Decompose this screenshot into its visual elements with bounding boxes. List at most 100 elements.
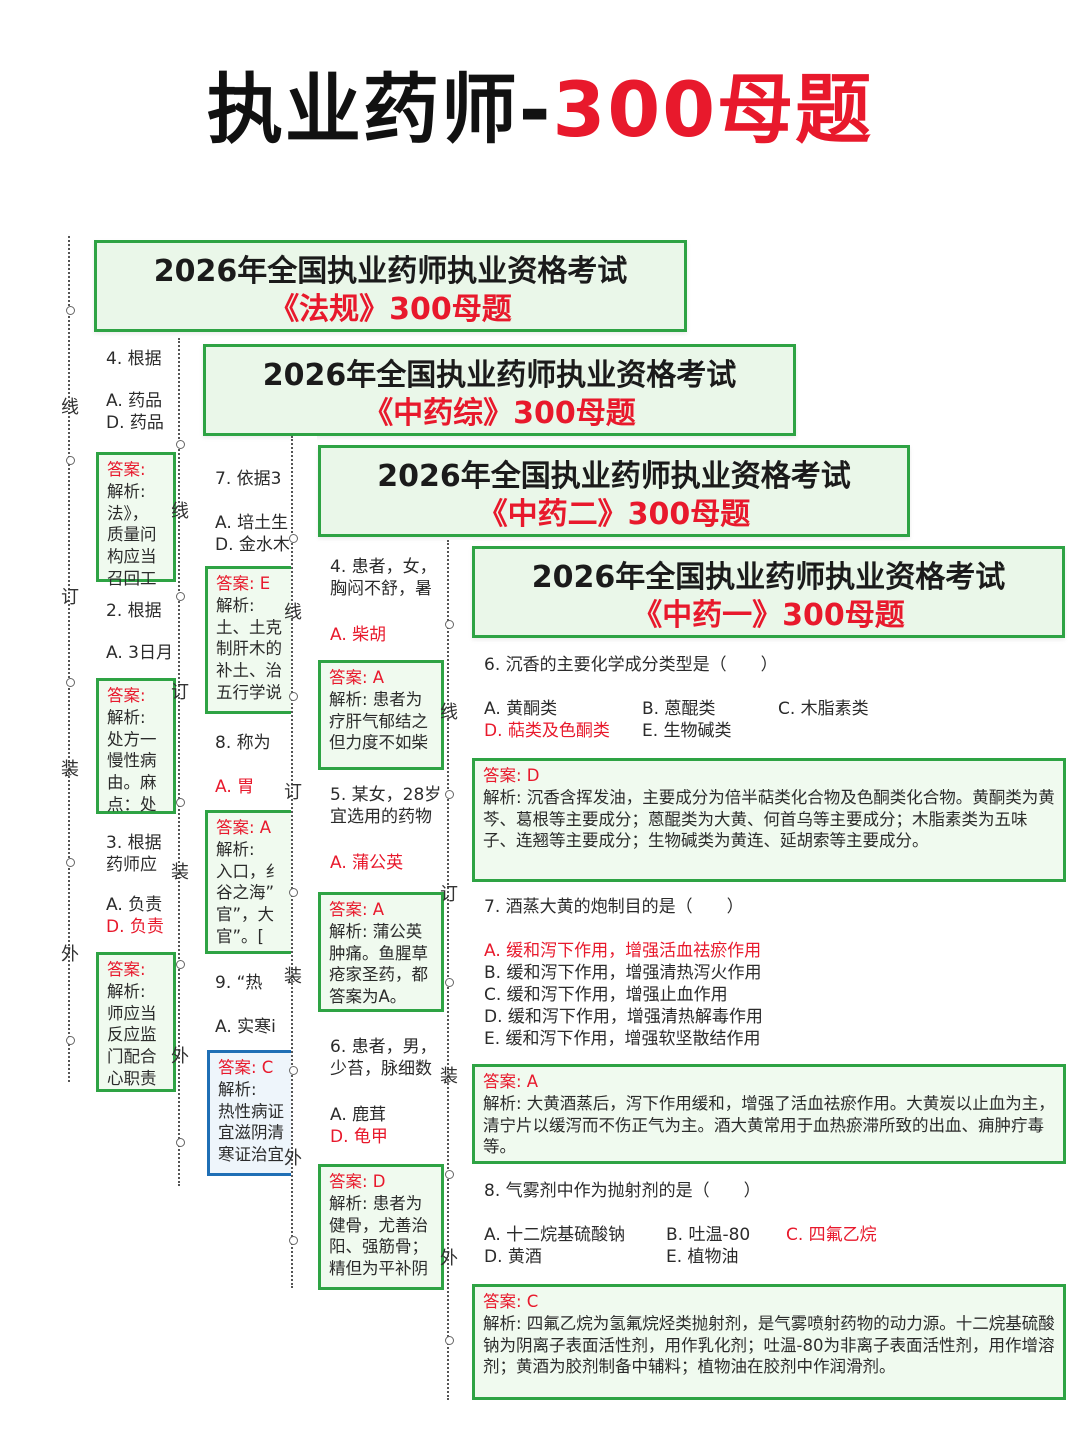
binding-hole [445,978,454,987]
answer-label: 答案: D [329,1172,386,1191]
option-d-correct: D. 萜类及色酮类 [484,721,610,741]
answer-box: 答案: E 解析: 土、土克 制肝木的 补土、治 五行学说 [205,566,295,714]
header-line1: 2026年全国执业药师执业资格考试 [153,254,628,289]
analysis-line: 心职责 [107,1068,157,1088]
analysis-text: 解析: 四氟乙烷为氢氟烷烃类抛射剂，是气雾喷射药物的动力源。十二烷基硫酸钠为阴离… [483,1313,1055,1377]
analysis-line: 慢性病 [107,751,157,771]
answer-label: 答案: D [483,766,540,785]
option-b: B. 吐温-80 [666,1225,751,1245]
question-text: 5. 某女，28岁 [330,785,442,805]
analysis-line: 补土、治 [216,661,282,681]
option-e: E. 植物油 [666,1247,739,1267]
answer-label: 答案: C [218,1058,274,1077]
answer-box: 答案: D 解析: 患者为 健骨，尤善治 阳、强筋骨； 精但为平补阴 [318,1164,444,1290]
option: A. 3日月 [106,643,173,663]
answer-label: 答案: C [483,1292,539,1311]
binding-hole [289,1236,298,1245]
option-a: A. 黄酮类 [484,699,558,719]
binding-char-ding: 订 [171,682,189,703]
analysis-line: 制肝木的 [216,639,282,659]
option-correct: D. 龟甲 [330,1127,388,1147]
option: A. 鹿茸 [330,1105,387,1125]
analysis-line: 解析: [218,1079,257,1099]
binding-char-zhuang: 装 [171,862,189,883]
binding-hole [66,858,75,867]
analysis-line: 点：处 [107,794,157,814]
question-text: 8. 称为 [215,733,271,753]
answer-label: 答案: A [483,1072,539,1091]
option: A. 培土生 [215,513,289,533]
option: A. 实寒i [215,1017,276,1037]
sheet-tcm-two: 4. 患者，女， 胸闷不舒，暑 A. 柴胡 答案: A 解析: 患者为 疗肝气郁… [318,540,444,1300]
question-text: 少苔，脉细数 [330,1059,432,1079]
header-tcm-two: 2026年全国执业药师执业资格考试 《中药二》300母题 [318,445,910,537]
binding-char-xian: 线 [171,501,189,522]
header-line2: 《中药一》300母题 [632,598,905,633]
binding-char-ding: 订 [284,782,302,803]
option-c: C. 木脂素类 [778,699,869,719]
binding-hole [289,534,298,543]
analysis-line: 构应当 [107,547,157,567]
question-text: 2. 根据 [106,601,162,621]
question-text: 胸闷不舒，暑 [330,579,432,599]
header-line1: 2026年全国执业药师执业资格考试 [377,459,851,494]
answer-box: 答案: 解析: 处方一 慢性病 由。麻 点：处 [96,678,176,814]
analysis-line: 解析: [107,981,146,1001]
title-part-black: 执业药师- [206,65,553,154]
binding-hole [176,592,185,601]
analysis-line: 谷之海” [216,883,275,903]
analysis-line: 处方一 [107,729,157,749]
option-correct: A. 柴胡 [330,625,387,645]
question-text: 8. 气雾剂中作为抛射剂的是（ ） [484,1181,761,1201]
header-line2: 《法规》300母题 [269,292,512,327]
analysis-line: 解析: [107,481,146,501]
option: A. 药品 [106,391,163,411]
header-law: 2026年全国执业药师执业资格考试 《法规》300母题 [94,240,687,332]
binding-hole [66,678,75,687]
analysis-line: 精但为平补阴 [329,1259,428,1279]
answer-box: 答案: C 解析: 热性病证 宜滋阴清 寒证治宜 [207,1050,297,1176]
analysis-line: 宜滋阴清 [218,1123,284,1143]
binding-strip-4 [447,540,473,1400]
analysis-line: 疗肝气郁结之 [329,711,428,731]
binding-char-xian: 线 [440,702,458,723]
question-text: 药师应 [106,855,157,875]
analysis-line: 师应当 [107,1003,157,1023]
option-d: D. 黄酒 [484,1247,542,1267]
analysis-line: 法》， [107,503,149,523]
question-text: 7. 酒蒸大黄的炮制目的是（ ） [484,897,744,917]
binding-char-ding: 订 [61,587,79,608]
answer-box: 答案: D 解析: 沉香含挥发油，主要成分为倍半萜类化合物及色酮类化合物。黄酮类… [472,758,1066,882]
question-text: 4. 根据 [106,349,162,369]
answer-box: 答案: A 解析: 蒲公英 肿痛。鱼腥草 疮家圣药，都 答案为A。 [318,892,444,1012]
analysis-text: 解析: 沉香含挥发油，主要成分为倍半萜类化合物及色酮类化合物。黄酮类为黄芩、葛根… [483,787,1055,851]
option-e: E. 生物碱类 [642,721,732,741]
sheet-tcm-comprehensive: 7. 依据3 A. 培土生 D. 金水木 答案: E 解析: 土、土克 制肝木的… [205,440,297,1200]
header-line2: 《中药二》300母题 [477,497,751,532]
answer-box: 答案: 解析: 法》， 质量问 构应当 召回工 [96,452,176,588]
title-part-red: 300母题 [552,65,874,154]
answer-label: 答案: [107,460,146,479]
binding-hole [289,1066,298,1075]
answer-box: 答案: 解析: 师应当 反应监 门配合 心职责 [96,952,176,1092]
binding-hole [445,1170,454,1179]
analysis-line: 解析: 患者为 [329,1193,423,1213]
analysis-line: 阳、强筋骨； [329,1237,428,1257]
answer-box: 答案: A 解析: 大黄酒蒸后，泻下作用缓和，增强了活血祛瘀作用。大黄炭以止血为… [472,1064,1066,1164]
binding-hole [445,620,454,629]
analysis-line: 健骨，尤善治 [329,1215,428,1235]
option-correct: A. 蒲公英 [330,853,404,873]
binding-char-zhuang: 装 [440,1066,458,1087]
binding-strip-2 [178,338,204,1186]
binding-char-xian: 线 [284,602,302,623]
binding-hole [66,456,75,465]
option-b: B. 缓和泻下作用，增强清热泻火作用 [484,963,762,983]
option: A. 负责 [106,895,163,915]
analysis-line: 解析: [107,707,146,727]
page-title: 执业药师-300母题 [0,72,1080,148]
answer-label: 答案: A [329,900,385,919]
answer-label: 答案: E [216,574,271,593]
analysis-line: 解析: 蒲公英 [329,921,423,941]
answer-box: 答案: A 解析: 入口，纟 谷之海” 官”，大 官”。[ [205,810,295,954]
binding-strip-3 [291,436,317,1288]
